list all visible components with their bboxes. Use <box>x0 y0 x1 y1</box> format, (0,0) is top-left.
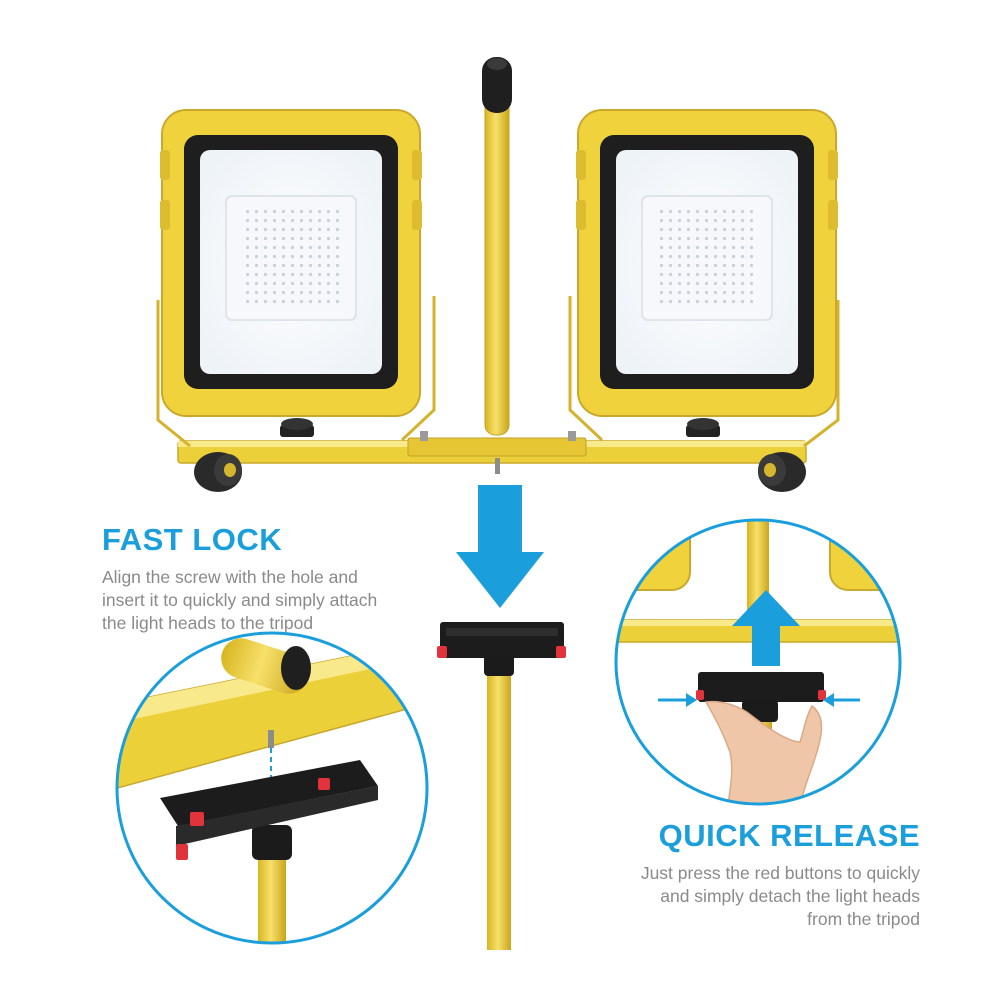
up-arrow-icon <box>732 590 800 666</box>
fast-lock-title: FAST LOCK <box>102 522 283 557</box>
red-release-button <box>190 812 204 826</box>
press-right-arrow-icon <box>823 693 860 707</box>
fast-lock-circle-frame <box>115 631 429 945</box>
light-head-right <box>568 109 840 492</box>
quick-release-detail <box>614 518 902 806</box>
quick-release-line: from the tripod <box>807 909 920 929</box>
quick-release-description: Just press the red buttons to quickly an… <box>641 862 920 931</box>
fast-lock-line: the light heads to the tripod <box>102 613 314 633</box>
work-light-assembly <box>156 57 840 492</box>
quick-release-line: and simply detach the light heads <box>660 886 920 906</box>
fast-lock-description: Align the screw with the hole and insert… <box>102 566 377 635</box>
mount-bracket <box>437 622 566 658</box>
red-release-button <box>437 646 447 658</box>
handle-grip <box>482 57 512 113</box>
red-release-button <box>818 690 826 700</box>
quick-release-title: QUICK RELEASE <box>658 818 920 853</box>
quick-release-circle-frame <box>614 518 902 806</box>
red-release-button <box>696 690 704 700</box>
fast-lock-line: Align the screw with the hole and <box>102 567 358 587</box>
light-head-left <box>156 109 436 492</box>
quick-release-line: Just press the red buttons to quickly <box>640 863 920 883</box>
handle-pole <box>484 94 510 436</box>
red-release-button <box>176 844 188 860</box>
down-arrow-icon <box>456 485 544 608</box>
press-left-arrow-icon <box>658 693 697 707</box>
hand <box>704 700 823 804</box>
fast-lock-detail <box>115 631 429 945</box>
tilt-knob-right <box>758 452 806 492</box>
fast-lock-line: insert it to quickly and simply attach <box>102 590 378 610</box>
red-release-button <box>556 646 566 658</box>
tripod-pole <box>484 652 514 950</box>
tilt-knob-left <box>194 452 242 492</box>
